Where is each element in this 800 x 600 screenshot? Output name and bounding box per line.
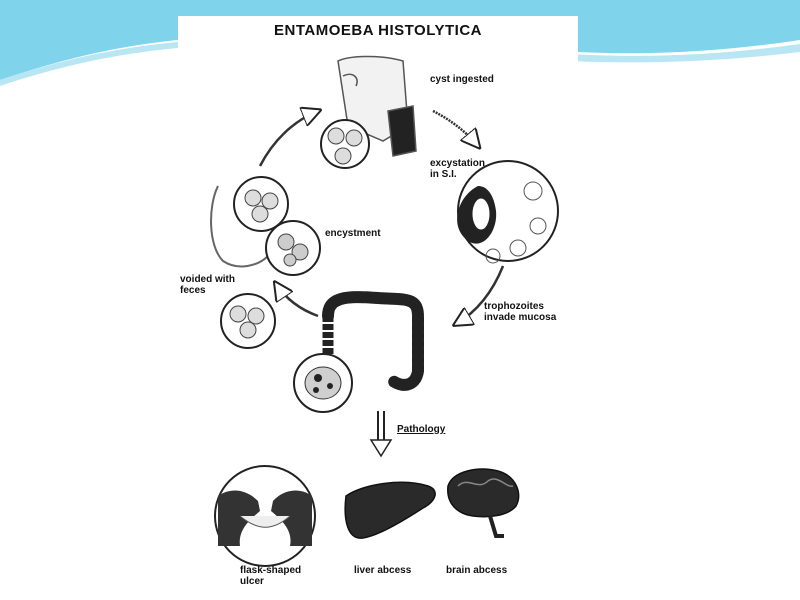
label-liver-abscess: liver abcess <box>354 565 412 576</box>
life-cycle-drawing <box>210 55 559 567</box>
label-voided: voided with feces <box>180 274 235 296</box>
brain-illustration <box>447 468 520 538</box>
head-sketch <box>337 55 417 157</box>
pathology-arrow <box>369 411 393 458</box>
cycle-arrow-right <box>456 265 505 324</box>
encystment-circle-top <box>233 176 289 232</box>
diagram-title: ENTAMOEBA HISTOLYTICA <box>273 22 482 39</box>
flask-ulcer-illustration <box>214 465 316 567</box>
label-trophozoites: trophozoites invade mucosa <box>484 301 557 323</box>
encystment-circle-bottom <box>265 220 321 276</box>
label-flask-ulcer: flask-shaped ulcer <box>240 565 302 587</box>
label-pathology: Pathology <box>397 424 446 435</box>
cyst-ingested-circle <box>320 119 370 169</box>
intestine-sketch <box>210 185 269 268</box>
trophozoite-circle <box>293 353 353 413</box>
life-cycle-figure: ENTAMOEBA HISTOLYTICA <box>178 16 578 600</box>
colon-sketch <box>322 291 424 391</box>
label-brain-abscess: brain abcess <box>446 565 508 576</box>
label-excystation: excystation in S.I. <box>430 158 486 180</box>
cycle-arrow-bottom-left <box>276 284 319 318</box>
label-encystment: encystment <box>325 228 381 239</box>
voided-cyst-circle <box>220 293 276 349</box>
label-cyst-ingested: cyst ingested <box>430 74 494 85</box>
cycle-arrow-top-right <box>432 109 478 146</box>
cycle-arrow-left <box>258 111 318 167</box>
liver-illustration <box>344 481 436 539</box>
excystation-circle <box>457 160 559 264</box>
